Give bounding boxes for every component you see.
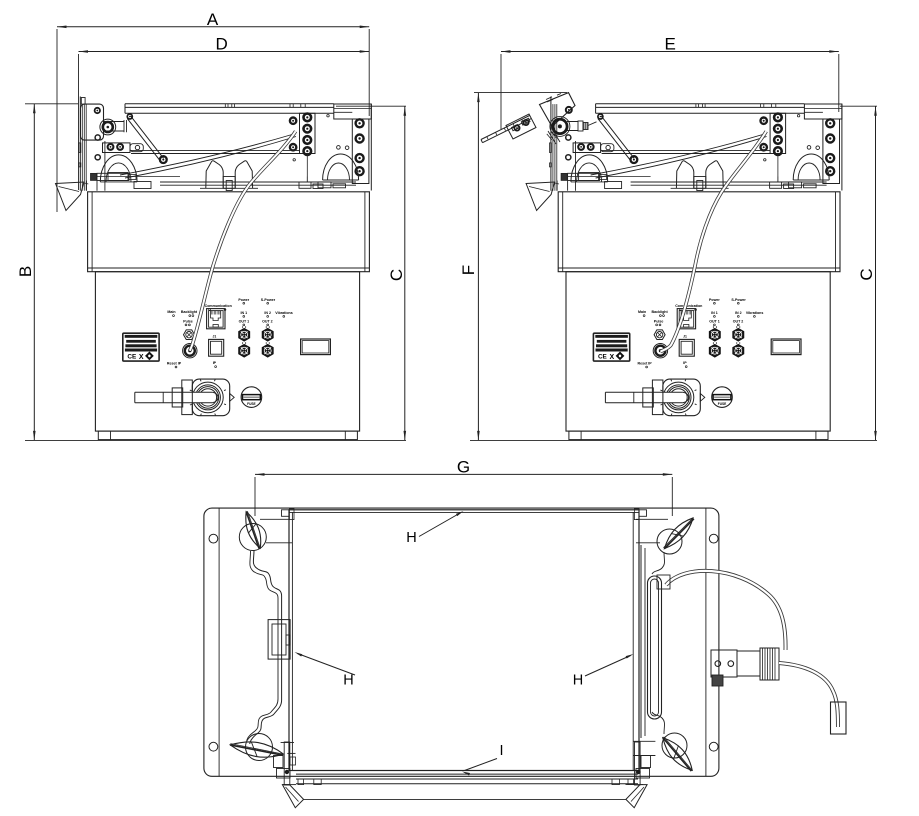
svg-text:X: X [139, 354, 144, 361]
svg-text:H: H [343, 673, 353, 689]
svg-text:D: D [216, 35, 228, 54]
svg-text:IN 2: IN 2 [264, 311, 271, 315]
svg-text:E: E [665, 35, 676, 54]
svg-text:FUSE: FUSE [247, 402, 256, 406]
svg-text:B: B [16, 266, 35, 277]
svg-text:Main: Main [167, 310, 175, 314]
svg-text:F: F [459, 265, 478, 275]
svg-text:J1: J1 [213, 334, 217, 338]
svg-text:CE: CE [127, 354, 137, 361]
svg-text:Vibrations: Vibrations [275, 311, 293, 315]
svg-text:C: C [387, 269, 406, 281]
svg-text:IP: IP [213, 361, 217, 365]
svg-text:Backlight: Backlight [181, 310, 198, 314]
svg-text:Reset IP: Reset IP [167, 361, 182, 365]
svg-text:OUT 1: OUT 1 [239, 319, 250, 323]
svg-text:H: H [573, 673, 583, 689]
svg-text:IN 1: IN 1 [241, 311, 248, 315]
svg-text:C: C [857, 268, 876, 280]
svg-text:Power: Power [238, 298, 249, 302]
svg-text:OUT 2: OUT 2 [262, 319, 273, 323]
svg-text:S-Power: S-Power [261, 298, 276, 302]
svg-text:A: A [207, 10, 219, 29]
svg-text:G: G [457, 458, 470, 477]
svg-text:Communication: Communication [205, 304, 232, 308]
svg-text:I: I [499, 743, 503, 759]
svg-text:H: H [406, 530, 416, 546]
svg-text:Pulse: Pulse [183, 319, 193, 323]
